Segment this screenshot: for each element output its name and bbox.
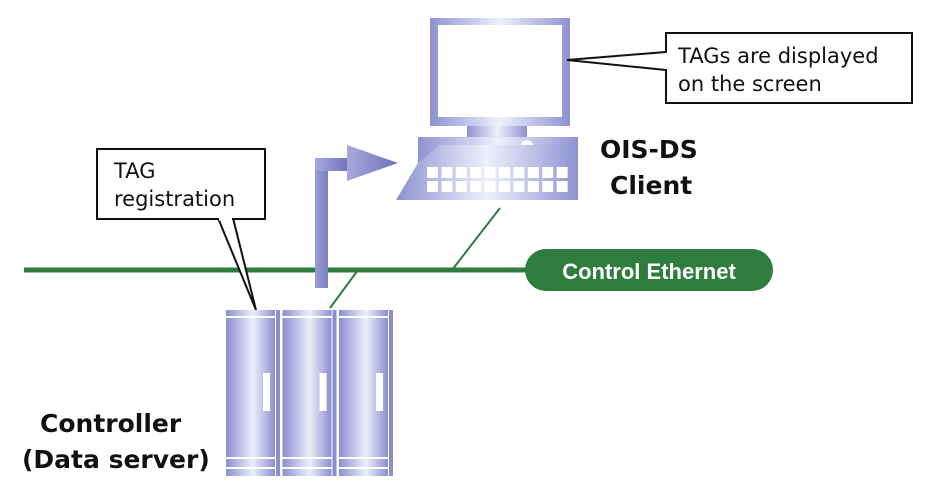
callout-tag-registration: TAG registration — [96, 148, 266, 311]
keyboard-key — [470, 181, 482, 192]
client-label-line2: Client — [610, 171, 692, 200]
network-label: Control Ethernet — [562, 259, 736, 284]
server-cabinet — [282, 310, 337, 476]
callout-pointer — [216, 217, 257, 311]
network-label-badge — [525, 249, 773, 291]
keyboard-key — [527, 181, 539, 192]
callout-screen-line1: TAGs are displayed — [677, 44, 879, 68]
cabinet-side — [276, 310, 280, 476]
keyboard-key — [499, 167, 510, 178]
cabinet-handle — [319, 373, 327, 411]
server-cabinet — [339, 310, 393, 476]
keyboard-key — [427, 167, 438, 178]
data-flow-arrow — [315, 145, 398, 288]
client-label-line1: OIS-DS — [600, 135, 698, 164]
cabinet-side — [389, 310, 393, 476]
arrow-shaft-horizontal — [315, 158, 350, 171]
controller-label-line2: (Data server) — [22, 445, 210, 474]
callout-pointer — [566, 50, 667, 72]
keyboard-key — [455, 181, 467, 192]
client-drop-line — [451, 207, 501, 271]
keyboard-key — [513, 181, 525, 192]
keyboard-key — [542, 167, 554, 178]
arrow-shaft-vertical — [315, 158, 328, 288]
controller-label-line1: Controller — [40, 409, 182, 438]
cabinet-side — [332, 310, 337, 476]
controller-drop-line — [329, 269, 359, 309]
keyboard-key — [441, 181, 453, 192]
keyboard-key — [527, 167, 539, 178]
cabinet-handle — [376, 373, 383, 411]
keyboard-key — [513, 167, 525, 178]
keyboard-key — [470, 167, 482, 178]
keyboard-key — [441, 167, 453, 178]
server-cabinet — [226, 310, 280, 476]
keyboard-key — [556, 167, 568, 178]
controller-server-icon — [226, 310, 393, 476]
monitor-stand — [467, 126, 527, 137]
keyboard-key — [484, 167, 496, 178]
keyboard-key — [542, 181, 554, 192]
control-ethernet-network: Control Ethernet — [24, 207, 773, 309]
keyboard-key — [455, 167, 467, 178]
callout-tags-displayed: TAGs are displayed on the screen — [566, 32, 913, 104]
client-computer-icon — [396, 18, 578, 200]
keyboard-key — [556, 181, 568, 192]
keyboard-keys — [427, 167, 568, 192]
monitor-screen — [438, 25, 562, 117]
arrow-head — [347, 145, 398, 181]
cabinet-handle — [263, 373, 270, 411]
callout-box — [96, 148, 266, 220]
callout-registration-line2: registration — [114, 187, 235, 211]
callout-registration-line1: TAG — [113, 159, 155, 183]
callout-screen-line2: on the screen — [678, 72, 822, 96]
keyboard-key — [484, 181, 496, 192]
keyboard-key — [499, 181, 510, 192]
keyboard-key — [427, 181, 438, 192]
